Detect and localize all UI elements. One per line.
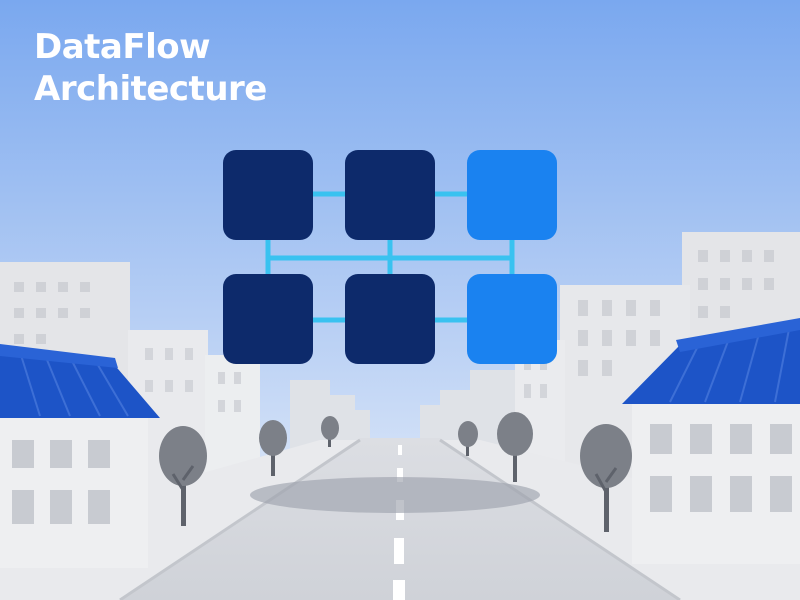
- node-4: [223, 274, 313, 364]
- node-2: [345, 150, 435, 240]
- tree-right-far: [458, 421, 478, 456]
- right-house: [622, 318, 800, 564]
- tree-right-large: [580, 424, 632, 532]
- diagram-shadow: [250, 477, 540, 513]
- tree-right-mid: [497, 412, 533, 482]
- tree-left-mid: [259, 420, 287, 476]
- title-line-1: DataFlow: [34, 27, 211, 67]
- page-title: DataFlow Architecture: [34, 26, 267, 110]
- node-3: [467, 150, 557, 240]
- node-6: [467, 274, 557, 364]
- node-5: [345, 274, 435, 364]
- left-house: [0, 344, 160, 568]
- node-1: [223, 150, 313, 240]
- tree-left-far: [321, 416, 339, 447]
- diagram-nodes: [223, 150, 557, 364]
- tree-left-large: [159, 426, 207, 526]
- title-line-2: Architecture: [34, 69, 267, 109]
- diagram-connectors: [265, 191, 515, 323]
